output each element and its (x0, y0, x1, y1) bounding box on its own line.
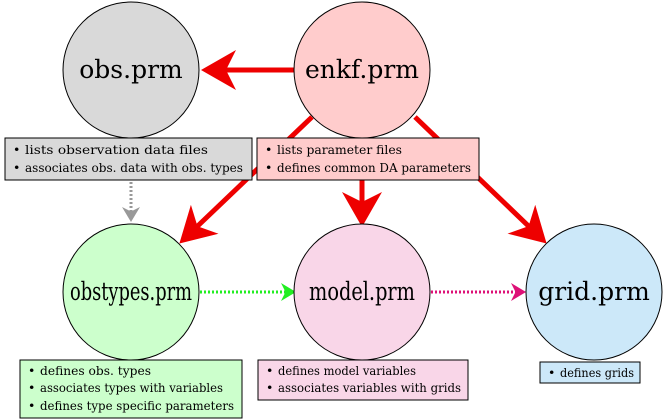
box-obs-bg (4, 137, 253, 181)
box-model-bullet: • (266, 363, 273, 378)
box-model-bg (257, 359, 469, 401)
box-obstypes-bullet: • (28, 398, 35, 413)
node-obstypes-label: obstypes.prm (70, 277, 192, 306)
node-enkf-label: enkf.prm (305, 55, 419, 84)
node-grid-circle (525, 223, 663, 361)
node-grid-label: grid.prm (538, 277, 650, 306)
box-obstypes-item: defines obs. types (40, 363, 151, 378)
box-obstypes-bg (19, 359, 243, 419)
box-obs-bullet: • (13, 142, 20, 157)
node-enkf: enkf.prm (293, 1, 431, 139)
box-model-item: associates variables with grids (278, 380, 461, 395)
box-enkf-item: lists parameter files (277, 142, 402, 157)
box-enkf: • lists parameter files • defines common… (256, 137, 480, 181)
box-grid-bg (539, 361, 641, 384)
box-obstypes-item: defines type specific parameters (40, 398, 234, 413)
box-obs: • lists observation data files • associa… (4, 137, 253, 181)
node-obstypes: obstypes.prm (62, 223, 200, 361)
box-obstypes-bullet: • (28, 380, 35, 395)
box-grid-bullet: • (548, 365, 555, 380)
box-obs-item: associates obs. data with obs. types (25, 160, 243, 175)
box-model-bullet: • (266, 380, 273, 395)
box-grid-item: defines grids (560, 365, 634, 380)
box-obstypes: • defines obs. types • associates types … (19, 359, 243, 419)
node-model-label: model.prm (309, 277, 415, 306)
box-model-item: defines model variables (278, 363, 416, 378)
box-obstypes-item: associates types with variables (40, 380, 223, 395)
box-enkf-bg (256, 137, 480, 181)
node-grid: grid.prm (525, 223, 663, 361)
box-enkf-item: defines common DA parameters (277, 160, 471, 175)
box-model: • defines model variables • associates v… (257, 359, 469, 401)
box-obs-item: lists observation data files (25, 142, 208, 157)
box-obstypes-bullet: • (28, 363, 35, 378)
node-model: model.prm (293, 223, 431, 361)
box-enkf-bullet: • (265, 160, 272, 175)
box-grid: • defines grids (539, 361, 641, 384)
node-obs: obs.prm (62, 1, 200, 139)
node-obs-label: obs.prm (79, 55, 183, 84)
box-enkf-bullet: • (265, 142, 272, 157)
box-obs-bullet: • (13, 160, 20, 175)
